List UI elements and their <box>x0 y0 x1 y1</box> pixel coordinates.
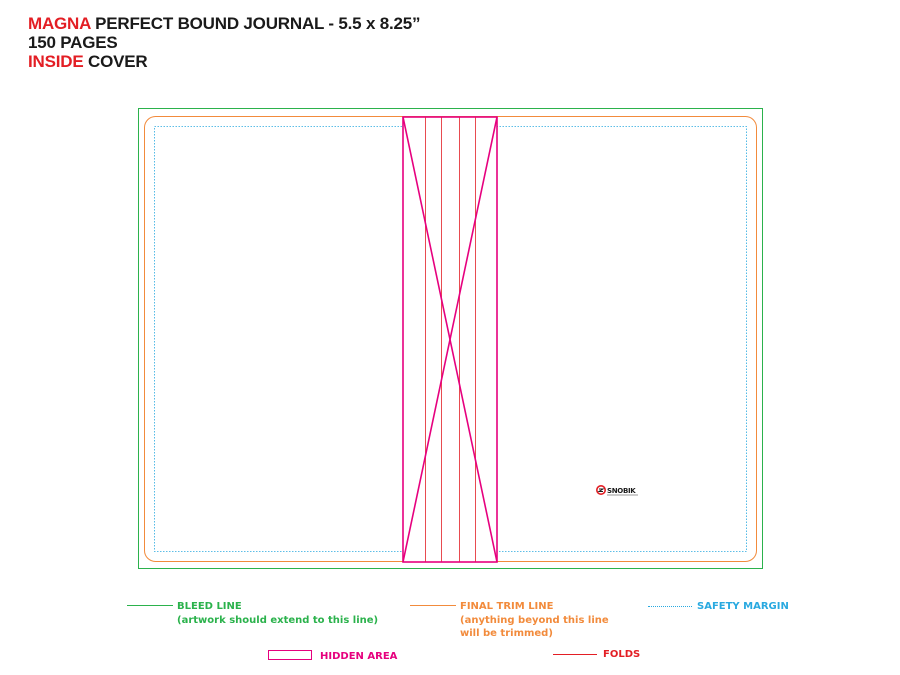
folds-legend-title: FOLDS <box>603 649 641 660</box>
folds-legend-swatch <box>553 654 597 655</box>
page-count: 150 PAGES <box>28 33 118 52</box>
logo-mark-icon <box>596 485 606 495</box>
hidden-area-box <box>402 116 498 563</box>
trim-legend-swatch <box>410 605 456 606</box>
trim-legend-title: FINAL TRIM LINE <box>460 601 554 612</box>
fold-lines <box>425 117 476 562</box>
brand-name: MAGNA <box>28 14 91 33</box>
safety-legend-swatch <box>648 606 692 607</box>
bleed-legend-swatch <box>127 605 173 606</box>
page-header: MAGNA PERFECT BOUND JOURNAL - 5.5 x 8.25… <box>28 14 421 71</box>
logo-tagline-rule <box>607 494 638 496</box>
safety-margin <box>154 126 747 552</box>
safety-legend-title: SAFETY MARGIN <box>697 601 789 612</box>
logo-text: SNOBIK <box>607 487 636 495</box>
hidden-area-legend-title: HIDDEN AREA <box>320 651 398 662</box>
cover-side-rest: COVER <box>83 52 148 71</box>
hidden-area <box>402 116 498 563</box>
cover-side-highlight: INSIDE <box>28 52 84 71</box>
cover-side-line: INSIDE COVER <box>28 52 420 71</box>
hidden-area-legend-swatch <box>268 650 312 660</box>
trim-legend-note-2: will be trimmed) <box>460 628 553 639</box>
bleed-legend-title: BLEED LINE <box>177 601 242 612</box>
trim-legend-note-1: (anything beyond this line <box>460 615 609 626</box>
bleed-line <box>138 108 763 569</box>
title-line: MAGNA PERFECT BOUND JOURNAL - 5.5 x 8.25… <box>28 14 421 33</box>
product-title: PERFECT BOUND JOURNAL - 5.5 x 8.25” <box>90 14 421 33</box>
brand-logo: SNOBIK <box>596 485 638 496</box>
hidden-area-cross <box>402 116 498 563</box>
bleed-legend-note: (artwork should extend to this line) <box>177 615 379 626</box>
